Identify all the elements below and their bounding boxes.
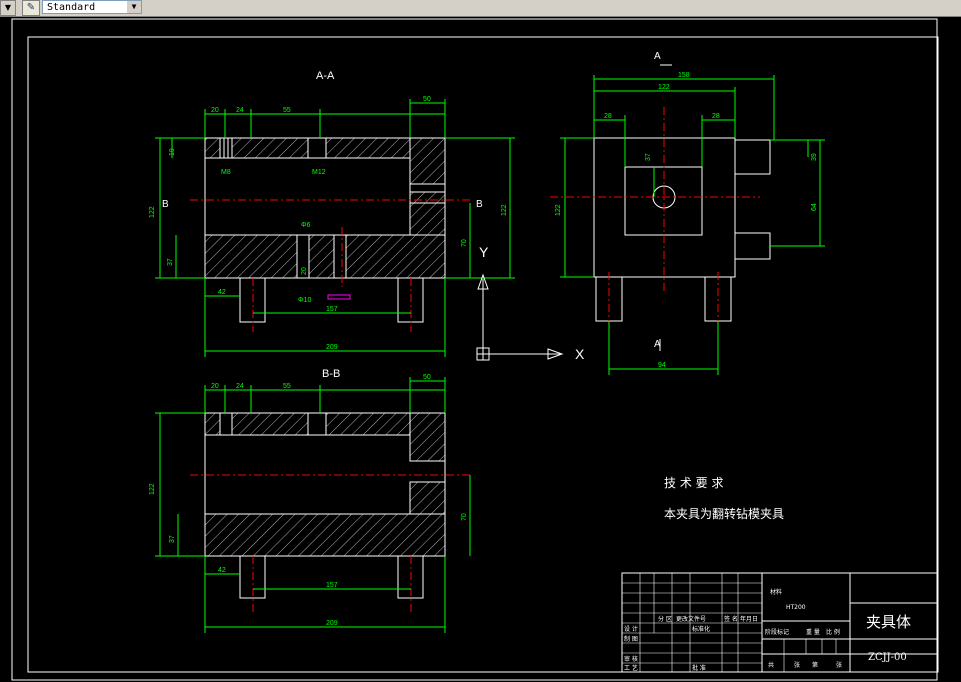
header-zone: 分 区 <box>658 615 672 623</box>
header-signature: 签 名 <box>724 615 738 623</box>
dim-64-right: 64 <box>811 203 818 211</box>
dim-20-aa: 20 <box>211 107 219 114</box>
dim-55-aa: 55 <box>283 107 291 114</box>
weight-label: 重 量 <box>806 628 820 636</box>
row-design: 设 计 <box>624 625 638 633</box>
section-b-left: B <box>162 199 169 210</box>
canvas-edge <box>951 17 961 682</box>
sheet-unit-1: 张 <box>794 661 800 669</box>
dim-209-aa: 209 <box>326 344 338 351</box>
row-process: 工 艺 <box>624 664 638 672</box>
view-aa: A-A <box>149 70 515 357</box>
ucs-icon: Y X <box>476 244 585 362</box>
chevron-down-icon[interactable]: ▼ <box>127 1 141 13</box>
dim-55-bb: 55 <box>283 383 291 390</box>
stage-label: 阶段标记 <box>765 628 789 636</box>
material-value: HT200 <box>786 604 806 611</box>
dim-19-aa: 19 <box>169 148 176 156</box>
inner-border <box>27 36 939 673</box>
dim-37-right: 37 <box>645 153 652 161</box>
ucs-y-label: Y <box>479 244 489 260</box>
view-right: 158 122 28 28 122 39 64 37 94 A A <box>550 51 825 375</box>
approve-label: 批 准 <box>692 664 706 672</box>
dim-122-right-top: 122 <box>658 84 670 91</box>
dim-158-right: 158 <box>678 72 690 79</box>
dim-20-bb: 20 <box>211 383 219 390</box>
sheet-total: 共 <box>768 661 774 669</box>
dim-70-aa: 70 <box>461 239 468 247</box>
row-review: 审 核 <box>624 655 638 663</box>
cad-drawing[interactable]: A-A <box>0 17 951 682</box>
scale-label: 比 例 <box>826 628 840 636</box>
dim-70-bb: 70 <box>461 513 468 521</box>
title-block: 材料 HT200 分 区 更改文件号 签 名 年月日 设 计 制 图 审 核 工… <box>621 572 939 673</box>
drawing-canvas[interactable] <box>0 17 961 682</box>
text-style-value: Standard <box>47 2 96 13</box>
dim-39-right: 39 <box>811 153 818 161</box>
outer-border <box>11 18 938 681</box>
section-a-bottom: A <box>654 339 661 350</box>
dim-42-bb: 42 <box>218 567 226 574</box>
sheet-no: 第 <box>812 661 818 669</box>
dim-m12-aa: M12 <box>312 169 326 176</box>
section-b-right: B <box>476 199 483 210</box>
dim-50-aa: 50 <box>423 96 431 103</box>
toolbar: ▼ ✎ Standard ▼ <box>0 0 961 17</box>
tech-req-body: 本夹具为翻转钻模夹具 <box>664 506 784 521</box>
dim-37-bb: 37 <box>169 535 176 543</box>
layer-icon[interactable]: ✎ <box>22 0 40 16</box>
dim-m8-aa: M8 <box>221 169 231 176</box>
dim-122-aa: 122 <box>149 206 156 218</box>
dim-28-left-right: 28 <box>604 113 612 120</box>
dim-50-bb: 50 <box>423 374 431 381</box>
dim-28-right-right: 28 <box>712 113 720 120</box>
dim-122-aa-right: 122 <box>501 204 508 216</box>
sheet-unit-2: 张 <box>836 661 842 669</box>
tech-req-title: 技 术 要 求 <box>664 476 723 490</box>
view-bb-label: B-B <box>322 368 340 380</box>
dim-94-right: 94 <box>658 362 666 369</box>
drawing-number: ZCJJ-00 <box>868 652 907 663</box>
dim-209-bb: 209 <box>326 620 338 627</box>
dim-d6-aa: Φ6 <box>301 222 311 229</box>
text-style-select[interactable]: Standard ▼ <box>42 0 142 14</box>
header-date: 年月日 <box>740 615 758 623</box>
std-label: 标准化 <box>692 625 710 633</box>
ucs-x-label: X <box>575 346 585 362</box>
part-name: 夹具体 <box>866 613 911 631</box>
dim-24-aa: 24 <box>236 107 244 114</box>
dim-157-aa: 157 <box>326 306 338 313</box>
dim-24-bb: 24 <box>236 383 244 390</box>
tech-requirements: 技 术 要 求 本夹具为翻转钻模夹具 <box>664 476 784 521</box>
material-label: 材料 <box>770 588 782 596</box>
dim-157-bb: 157 <box>326 582 338 589</box>
dim-42-aa: 42 <box>218 289 226 296</box>
dim-37-aa: 37 <box>167 258 174 266</box>
section-a-top: A <box>654 51 661 62</box>
dim-d20-aa: 20 <box>301 267 308 275</box>
dim-122-bb: 122 <box>149 483 156 495</box>
header-change-doc: 更改文件号 <box>676 615 706 623</box>
dim-122-right-side: 122 <box>555 204 562 216</box>
row-draw: 制 图 <box>624 635 638 643</box>
dim-d10-aa: Φ10 <box>298 297 311 304</box>
view-aa-label: A-A <box>316 70 335 82</box>
view-bb: B-B <box>149 368 471 633</box>
toolbar-dropdown-arrow[interactable]: ▼ <box>0 0 16 16</box>
